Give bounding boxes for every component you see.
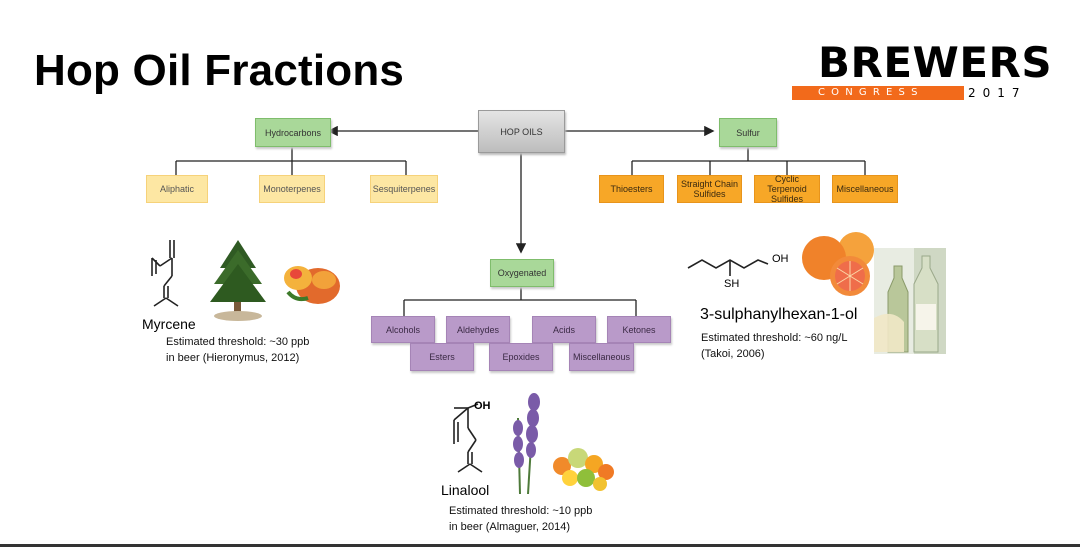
node-sesquiterpenes: Sesquiterpenes xyxy=(370,175,438,203)
node-acids: Acids xyxy=(532,316,596,343)
node-alcohols: Alcohols xyxy=(371,316,435,343)
node-sulfur: Sulfur xyxy=(719,118,777,147)
myrcene-structure xyxy=(151,240,179,307)
node-epoxides: Epoxides xyxy=(489,343,553,371)
sulphanylhexanol-structure xyxy=(687,259,769,276)
logo-wordmark: BREWERS xyxy=(818,38,1053,87)
linalool-structure xyxy=(453,403,483,473)
node-oxygenated-miscellaneous: Miscellaneous xyxy=(569,343,634,371)
grapefruit-image xyxy=(802,232,874,296)
linalool-threshold-line2: in beer (Almaguer, 2014) xyxy=(449,521,571,533)
node-ketones: Ketones xyxy=(607,316,671,343)
citrus-image xyxy=(553,448,614,491)
sulphanylhexanol-oh-label: OH xyxy=(772,253,789,265)
node-cyclic-terpenoid-sulfides: Cyclic Terpenoid Sulfides xyxy=(754,174,820,204)
node-sulfur-miscellaneous: Miscellaneous xyxy=(832,175,898,203)
sulphanylhexanol-threshold-line1: Estimated threshold: ~60 ng/L xyxy=(701,332,848,344)
node-monoterpenes: Monoterpenes xyxy=(259,175,325,203)
sulphanylhexanol-sh-label: SH xyxy=(724,278,740,290)
node-oxygenated: Oxygenated xyxy=(490,259,554,287)
logo-band-text: CONGRESS xyxy=(818,87,924,98)
linalool-oh-label: OH xyxy=(474,400,491,412)
node-hydrocarbons: Hydrocarbons xyxy=(255,118,331,147)
myrcene-threshold-line1: Estimated threshold: ~30 ppb xyxy=(166,336,310,348)
sulphanylhexanol-name: 3-sulphanylhexan-1-ol xyxy=(700,306,858,323)
mango-image xyxy=(284,266,340,304)
logo-band xyxy=(792,86,964,100)
sulphanylhexanol-threshold-line2: (Takoi, 2006) xyxy=(701,348,765,360)
wine-bottle-image xyxy=(874,248,946,354)
bottom-divider xyxy=(0,544,1080,547)
node-esters: Esters xyxy=(410,343,474,371)
myrcene-name: Myrcene xyxy=(142,316,196,332)
node-hop-oils: HOP OILS xyxy=(478,110,565,153)
logo-year: 2017 xyxy=(968,86,1027,100)
slide-title: Hop Oil Fractions xyxy=(34,46,405,95)
hop-plant-image xyxy=(210,240,266,321)
node-thioesters: Thioesters xyxy=(599,175,664,203)
linalool-threshold-line1: Estimated threshold: ~10 ppb xyxy=(449,505,593,517)
node-straight-chain-sulfides: Straight Chain Sulfides xyxy=(677,175,742,203)
lavender-image xyxy=(513,393,540,495)
node-aliphatic: Aliphatic xyxy=(146,175,208,203)
myrcene-threshold-line2: in beer (Hieronymus, 2012) xyxy=(166,352,300,364)
node-aldehydes: Aldehydes xyxy=(446,316,510,343)
linalool-name: Linalool xyxy=(441,482,490,498)
